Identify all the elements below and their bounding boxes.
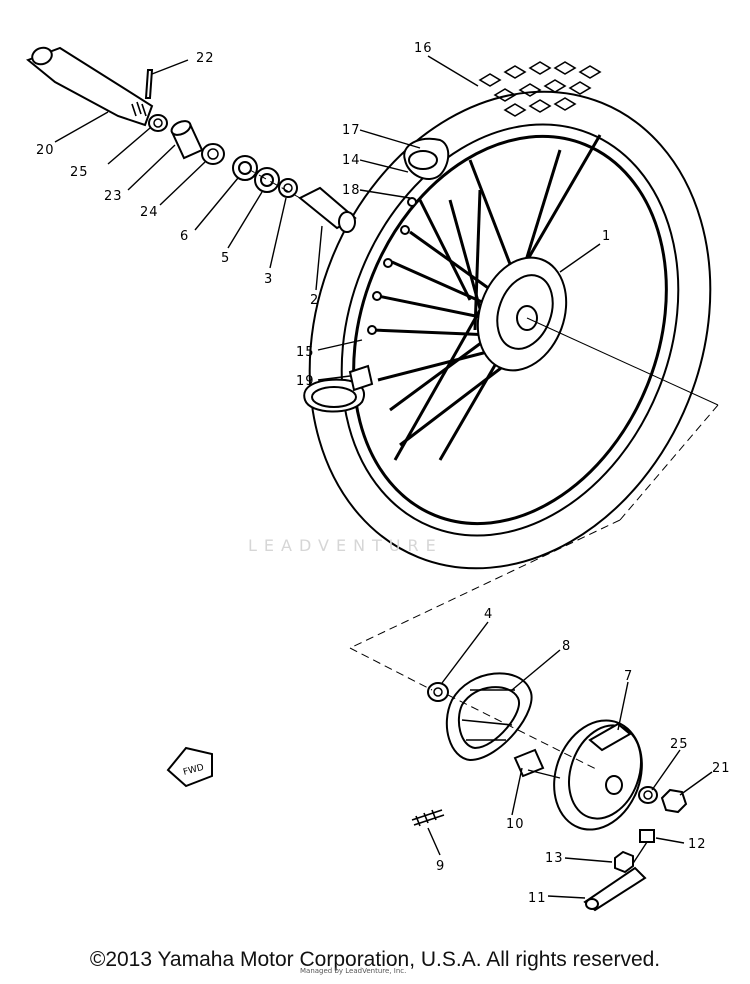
callout-23: 23 bbox=[104, 189, 123, 204]
callout-10: 10 bbox=[506, 817, 525, 832]
callout-14: 14 bbox=[342, 153, 361, 168]
hub bbox=[476, 256, 719, 406]
axle-assembly bbox=[26, 46, 357, 233]
callout-13: 13 bbox=[545, 851, 564, 866]
callout-3: 3 bbox=[264, 272, 273, 287]
callout-12: 12 bbox=[688, 837, 707, 852]
alignment-lines bbox=[249, 169, 719, 771]
callout-17: 17 bbox=[342, 123, 361, 138]
valve-stem bbox=[348, 364, 374, 392]
spoke-nipples bbox=[367, 197, 417, 335]
callout-5: 5 bbox=[221, 251, 230, 266]
fwd-arrow: FWD bbox=[166, 746, 213, 788]
callout-22: 22 bbox=[196, 51, 215, 66]
callout-8: 8 bbox=[562, 639, 571, 654]
callout-6: 6 bbox=[180, 229, 189, 244]
callout-2: 2 bbox=[310, 293, 319, 308]
callout-19: 19 bbox=[296, 374, 315, 389]
footnote: Managed by LeadVenture, Inc. bbox=[300, 967, 407, 975]
leader-lines bbox=[54, 55, 713, 899]
callout-18: 18 bbox=[342, 183, 361, 198]
tire-tread bbox=[478, 61, 602, 117]
callout-7: 7 bbox=[624, 669, 633, 684]
callout-1: 1 bbox=[602, 229, 611, 244]
callout-numbers: 1 2 3 4 5 6 7 8 9 10 11 12 13 14 15 16 1… bbox=[36, 41, 731, 906]
callout-16: 16 bbox=[414, 41, 433, 56]
callout-15: 15 bbox=[296, 345, 315, 360]
callout-11: 11 bbox=[528, 891, 547, 906]
callout-9: 9 bbox=[436, 859, 445, 874]
brake-assembly bbox=[411, 672, 688, 912]
callout-25-left: 25 bbox=[70, 165, 89, 180]
callout-24: 24 bbox=[140, 205, 159, 220]
callout-20: 20 bbox=[36, 143, 55, 158]
watermark: LEADVENTURE bbox=[248, 536, 443, 555]
callout-4: 4 bbox=[484, 607, 493, 622]
copyright-notice: ©2013 Yamaha Motor Corporation, U.S.A. A… bbox=[89, 948, 661, 971]
callout-25-right: 25 bbox=[670, 737, 689, 752]
callout-21: 21 bbox=[712, 761, 731, 776]
